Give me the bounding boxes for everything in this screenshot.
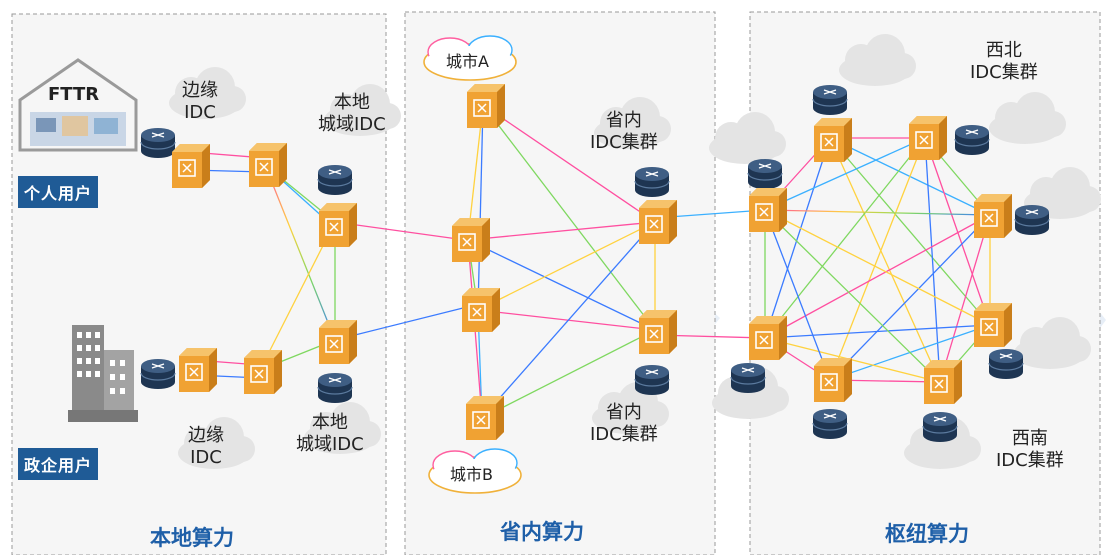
hub-compute-title: 枢纽算力 [885,522,969,546]
hub-db-8 [922,411,958,443]
metro-idc-label-top: 本地城域IDC [318,92,386,135]
city-a-label: 城市A [446,52,489,71]
metro-idc-db-bottom [317,372,353,404]
hub-switch-8 [923,359,963,405]
metro-idc-label-bottom: 本地城域IDC [296,412,364,455]
hub-switch-3 [748,187,788,233]
personal-user-tag: 个人用户 [18,176,99,208]
metro-idc-db-top [317,164,353,196]
edge-idc-db-bottom [140,358,176,390]
hub-db-5 [988,348,1024,380]
hub-switch-6 [973,302,1013,348]
province-core-switch-1 [451,217,491,263]
hub-db-2 [954,124,990,156]
edge-switch-top [171,143,211,189]
agg-switch-top [248,142,288,188]
fttr-house-icon [18,58,138,152]
hub-switch-1 [813,117,853,163]
fttr-label: FTTR [48,84,100,105]
edge-idc-db-top [140,127,176,159]
province-core-switch-2 [461,287,501,333]
province-idc-switch-top [638,199,678,245]
city-b-switch [465,395,505,441]
hub-db-6 [730,362,766,394]
agg-switch-bottom [243,349,283,395]
city-b-label: 城市B [450,465,493,484]
province-compute-title: 省内算力 [500,520,584,544]
province-idc-db-top [634,166,670,198]
city-a-switch [466,83,506,129]
hub-switch-2 [908,115,948,161]
hub-region-frame [749,11,1101,555]
edge-switch-bottom [178,347,218,393]
hub-db-3 [747,158,783,190]
city-a-cloud [423,35,517,81]
metro-switch-bottom [318,319,358,365]
hub-db-1 [812,84,848,116]
hub-db-7 [812,408,848,440]
local-compute-title: 本地算力 [150,526,234,550]
hub-switch-7 [813,357,853,403]
hub-switch-4 [973,193,1013,239]
city-b-cloud [428,448,522,494]
hub-db-4 [1014,204,1050,236]
hub-switch-5 [748,315,788,361]
gov-user-tag: 政企用户 [18,448,99,480]
province-idc-switch-bottom [638,309,678,355]
metro-switch-top [318,202,358,248]
building-icon [68,325,138,422]
province-idc-db-bottom [634,364,670,396]
